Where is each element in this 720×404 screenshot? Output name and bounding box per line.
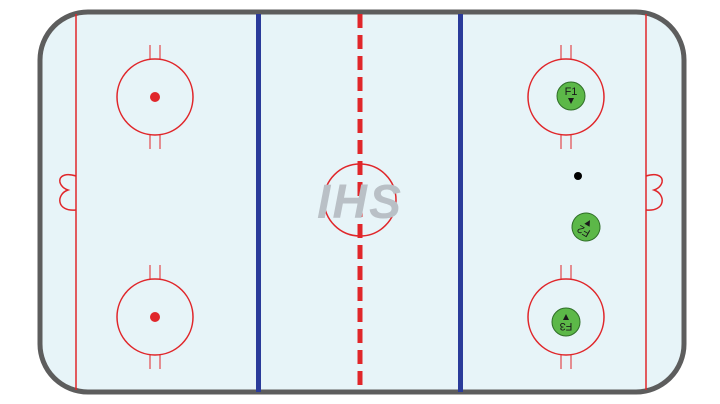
faceoff-dot — [150, 312, 160, 322]
player-f1-label: F1 — [565, 86, 578, 98]
direction-arrow-icon — [563, 314, 569, 320]
direction-arrow-icon — [568, 98, 574, 104]
player-f2-marker[interactable]: F2 — [567, 208, 605, 246]
center-faceoff-circle — [323, 163, 397, 237]
player-f2-label: F2 — [575, 222, 592, 239]
rink-boards — [37, 9, 687, 395]
player-f1-marker[interactable]: F1 — [556, 81, 586, 111]
left-blue-line — [256, 14, 261, 392]
faceoff-circle-right-bottom — [527, 265, 605, 369]
left-goal-crease — [59, 173, 77, 211]
right-blue-line — [458, 14, 463, 392]
ihs-logo: IHS — [317, 176, 403, 229]
faceoff-circle-right-top — [527, 45, 605, 149]
faceoff-circle-left-bottom — [116, 265, 194, 369]
faceoff-circle-left-top — [116, 45, 194, 149]
direction-arrow-icon — [584, 220, 590, 227]
player-f3-marker[interactable]: F3 — [551, 307, 581, 337]
faceoff-dot — [150, 92, 160, 102]
puck-icon — [574, 172, 582, 180]
player-f3-label: F3 — [560, 320, 573, 332]
right-goal-crease — [645, 173, 663, 211]
